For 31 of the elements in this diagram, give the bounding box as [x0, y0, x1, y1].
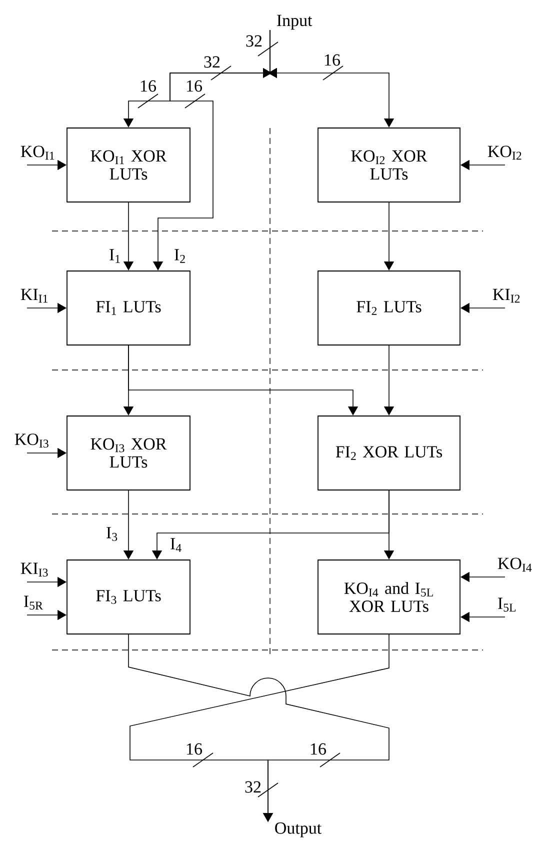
bus-width-label: 16: [187, 743, 202, 755]
signal-label: KI$_{I2}$: [492, 288, 520, 303]
signal-label: KI$_{I3}$: [20, 562, 48, 577]
process-box: KO$_{I4}$ and I$_{5L}$ XOR LUTs: [318, 560, 460, 634]
signal-label: I$_{5R}$: [24, 596, 43, 610]
io-label: Input: [277, 14, 312, 30]
process-box: FI$_{1}$ LUTs: [66, 270, 190, 346]
signal-label: KO$_{I3}$: [14, 434, 48, 448]
process-box: FI$_{3}$ LUTs: [66, 560, 190, 634]
bus-width-label: 16: [141, 80, 156, 92]
signal-label: KO$_{I2}$: [488, 146, 522, 160]
edge-label: I$_{4}$: [170, 538, 182, 552]
signal-label: I$_{5L}$: [498, 598, 516, 612]
bus-width-label: 32: [204, 56, 220, 68]
signal-label: KI$_{I1}$: [20, 288, 48, 303]
bus-width-label: 16: [187, 80, 202, 92]
signal-label: KO$_{I1}$: [20, 146, 54, 160]
edge-label: I$_{2}$: [174, 249, 185, 263]
process-box: KO$_{I2}$ XOR LUTs: [318, 128, 460, 202]
process-box: KO$_{I1}$ XOR LUTs: [66, 128, 190, 202]
bus-width-label: 16: [311, 743, 326, 755]
process-box: FI$_{2}$ XOR LUTs: [318, 416, 460, 490]
io-label: Output: [275, 822, 322, 838]
signal-label: KO$_{I4}$: [498, 558, 532, 572]
bus-width-label: 16: [325, 54, 340, 66]
edge-label: I$_{1}$: [110, 249, 120, 263]
bus-width-label: 32: [245, 781, 261, 793]
process-box: KO$_{I3}$ XOR LUTs: [66, 416, 190, 490]
edge-label: I$_{3}$: [106, 527, 118, 541]
process-box: FI$_{2}$ LUTs: [318, 270, 460, 346]
bus-width-label: 32: [246, 35, 262, 47]
